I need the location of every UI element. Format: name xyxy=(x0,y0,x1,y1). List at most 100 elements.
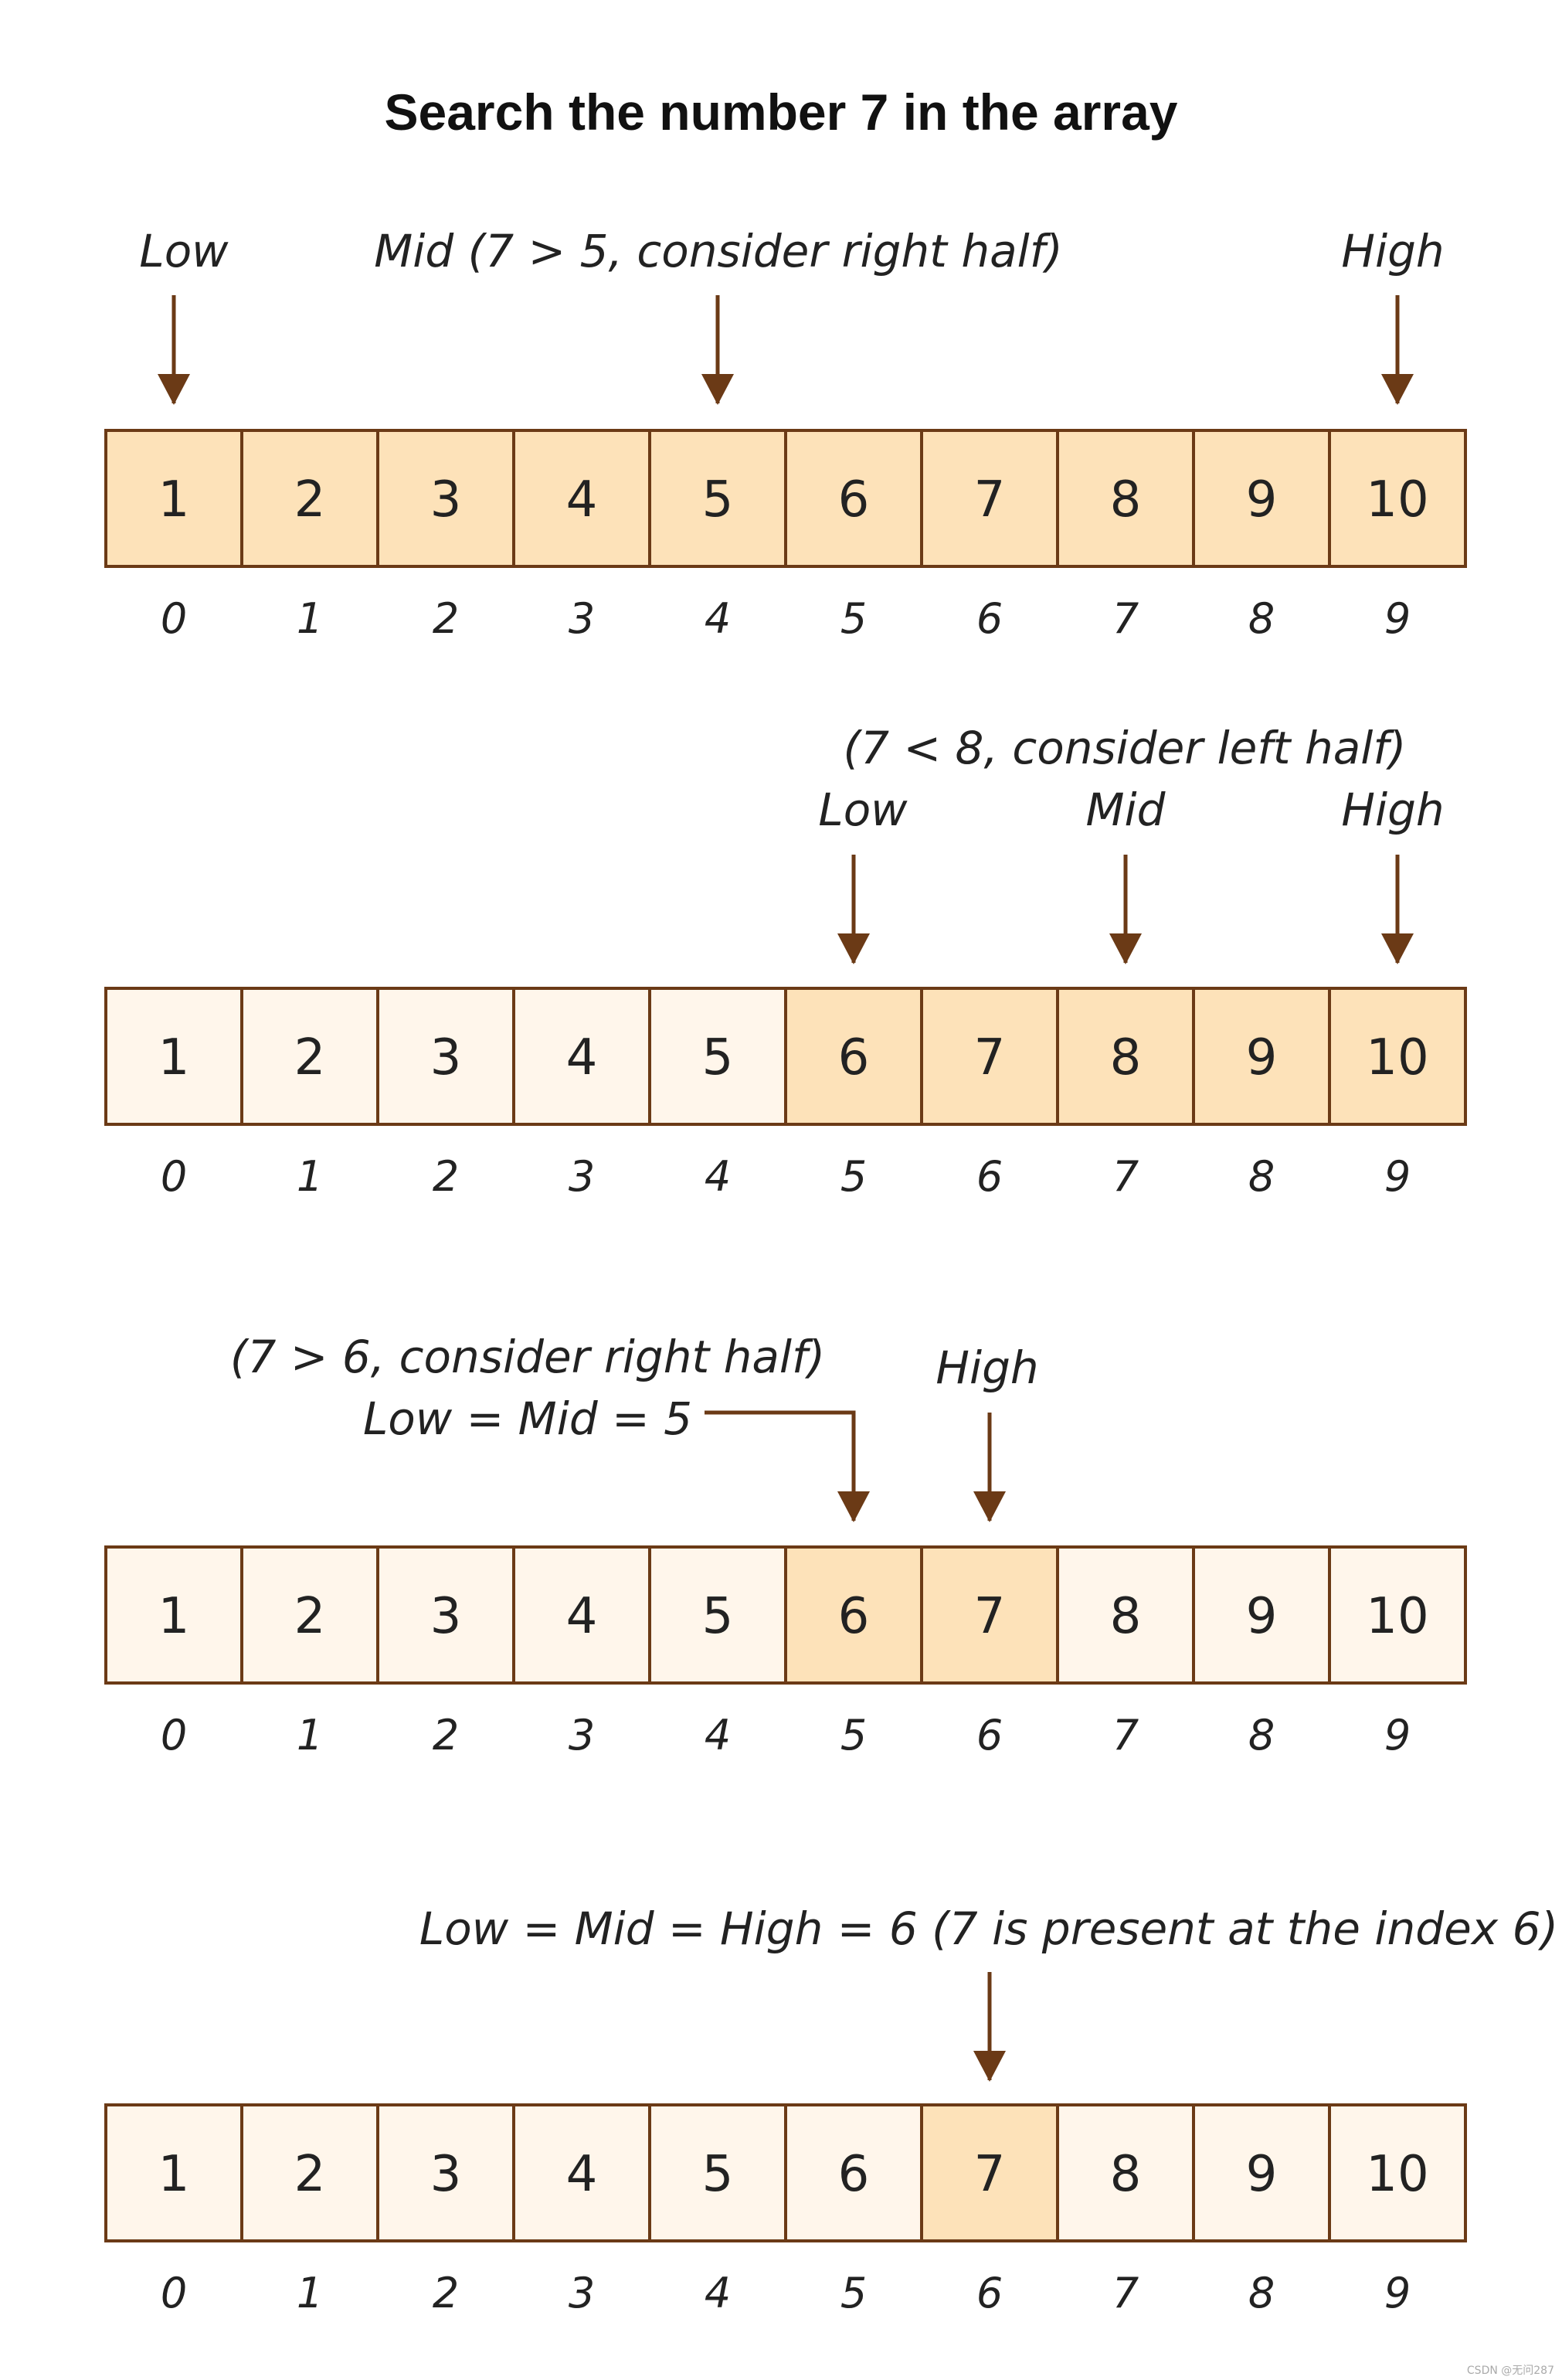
cell-index: 1 xyxy=(297,594,323,643)
array-cell: 21 xyxy=(240,1545,379,1760)
watermark: CSDN @无问287 xyxy=(1467,2365,1554,2377)
array-cell: 32 xyxy=(376,987,515,1201)
cell-value: 2 xyxy=(294,1588,326,1645)
step-1-labels: Low Mid (7 > 5, consider right half) Hig… xyxy=(139,225,1444,277)
array-cell: 10 xyxy=(104,429,243,643)
cell-box xyxy=(376,1545,515,1685)
cell-box xyxy=(920,1545,1059,1685)
low-label: Low xyxy=(818,784,908,836)
cell-box xyxy=(920,987,1059,1126)
cell-index: 7 xyxy=(1112,1711,1139,1760)
cell-value: 1 xyxy=(158,1588,190,1645)
cell-value: 3 xyxy=(430,1588,462,1645)
array-cell: 54 xyxy=(648,429,787,643)
cell-index: 0 xyxy=(161,1711,187,1760)
cell-value: 2 xyxy=(294,2146,326,2203)
array-cell: 21 xyxy=(240,2103,379,2317)
cell-index: 9 xyxy=(1384,594,1411,643)
cell-index: 3 xyxy=(569,1152,595,1201)
array-cell: 32 xyxy=(376,429,515,643)
cell-value: 8 xyxy=(1110,1588,1142,1645)
array-cell: 98 xyxy=(1192,1545,1331,1760)
cell-index: 0 xyxy=(161,2269,187,2317)
cell-value: 2 xyxy=(294,1029,326,1086)
array-cell: 10 xyxy=(104,2103,243,2317)
cell-value: 8 xyxy=(1110,2146,1142,2203)
cell-value: 6 xyxy=(838,2146,870,2203)
cell-index: 3 xyxy=(569,594,595,643)
array-cell: 87 xyxy=(1056,987,1195,1201)
cell-box xyxy=(1192,1545,1331,1685)
cell-index: 2 xyxy=(433,1711,459,1760)
cell-value: 6 xyxy=(838,1588,870,1645)
array-cell: 109 xyxy=(1328,1545,1467,1760)
array-cell: 65 xyxy=(784,1545,923,1760)
cell-value: 5 xyxy=(702,471,734,529)
array-cell: 43 xyxy=(512,2103,651,2317)
array-cell: 98 xyxy=(1192,2103,1331,2317)
cell-value: 9 xyxy=(1246,2146,1278,2203)
high-label: High xyxy=(1341,784,1444,836)
cell-value: 8 xyxy=(1110,1029,1142,1086)
cell-box xyxy=(376,987,515,1126)
array-cell: 98 xyxy=(1192,429,1331,643)
cell-box xyxy=(240,1545,379,1685)
cell-index: 2 xyxy=(433,2269,459,2317)
cell-box xyxy=(104,1545,243,1685)
high-label: High xyxy=(936,1341,1038,1394)
cell-value: 10 xyxy=(1366,1029,1428,1086)
array-cell: 32 xyxy=(376,2103,515,2317)
high-arrow xyxy=(973,1413,1006,1522)
comparison-note: (7 > 6, consider right half) xyxy=(230,1331,825,1383)
cell-value: 7 xyxy=(974,1588,1006,1645)
step-2-labels: (7 < 8, consider left half) Low Mid High xyxy=(818,722,1444,836)
cell-value: 4 xyxy=(566,471,598,529)
cell-value: 9 xyxy=(1246,471,1278,529)
cell-box xyxy=(104,2103,243,2242)
array-cell: 76 xyxy=(920,987,1059,1201)
cell-box xyxy=(1056,429,1195,568)
array-cell: 65 xyxy=(784,2103,923,2317)
cell-value: 1 xyxy=(158,1029,190,1086)
array-cell: 10 9 xyxy=(1328,987,1467,1201)
cell-index: 3 xyxy=(569,2269,595,2317)
cell-value: 4 xyxy=(566,1029,598,1086)
cell-value: 8 xyxy=(1110,471,1142,529)
high-arrow xyxy=(1381,855,1414,964)
cell-value: 7 xyxy=(974,1029,1006,1086)
cell-box xyxy=(512,2103,651,2242)
cell-index: 6 xyxy=(976,1711,1003,1760)
array-cell: 21 xyxy=(240,429,379,643)
cell-index: 1 xyxy=(297,1152,323,1201)
cell-value: 1 xyxy=(158,2146,190,2203)
cell-box xyxy=(104,987,243,1126)
cell-index: 8 xyxy=(1248,2269,1275,2317)
cell-box xyxy=(1192,2103,1331,2242)
cell-box xyxy=(784,429,923,568)
cell-value: 10 xyxy=(1366,2146,1428,2203)
found-arrow xyxy=(973,1972,1006,2082)
array-cell: 76 xyxy=(920,2103,1059,2317)
cell-index: 9 xyxy=(1384,1152,1411,1201)
array-rows: 1021324354657687981091021324354657687981… xyxy=(104,429,1467,2317)
low-arrow xyxy=(837,855,870,964)
low-mid-label: Low = Mid = 5 xyxy=(363,1392,692,1445)
cell-box xyxy=(1328,2103,1467,2242)
cell-index: 6 xyxy=(976,2269,1003,2317)
array-cell: 43 xyxy=(512,429,651,643)
mid-arrow xyxy=(1109,855,1142,964)
cell-value: 5 xyxy=(702,1588,734,1645)
found-label: Low = Mid = High = 6 (7 is present at th… xyxy=(419,1902,1558,1955)
array-cell: 65 xyxy=(784,987,923,1201)
cell-index: 0 xyxy=(161,1152,187,1201)
array-cell: 54 xyxy=(648,2103,787,2317)
cell-box xyxy=(1056,987,1195,1126)
cell-index: 7 xyxy=(1112,2269,1139,2317)
cell-box xyxy=(1328,1545,1467,1685)
array-cell: 43 xyxy=(512,987,651,1201)
cell-index: 4 xyxy=(705,2269,731,2317)
cell-box xyxy=(784,2103,923,2242)
